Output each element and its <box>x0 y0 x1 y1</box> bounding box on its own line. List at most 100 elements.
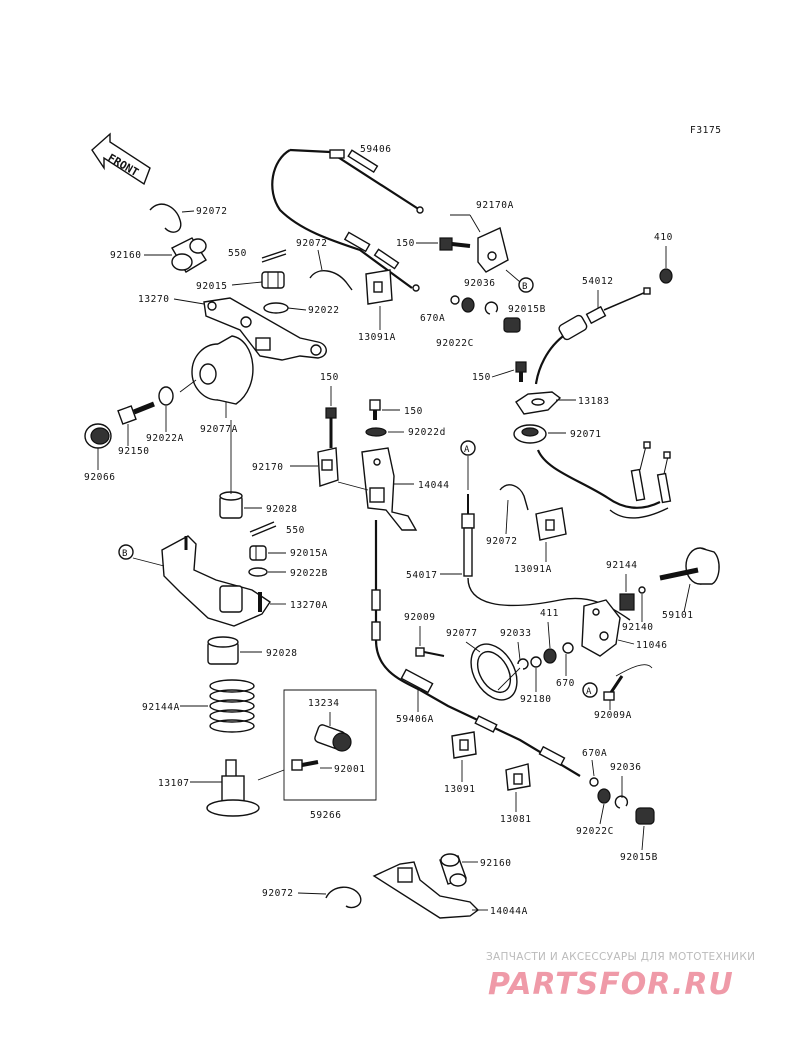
label-59101: 59101 <box>662 610 694 621</box>
label-410: 410 <box>654 232 673 243</box>
ref-a-bot: A <box>586 687 592 697</box>
bolt-150-right <box>515 361 527 382</box>
label-59266: 59266 <box>310 810 342 821</box>
label-92015: 92015 <box>196 281 228 292</box>
holder-13081 <box>505 763 531 791</box>
holder-13091a-top <box>365 269 393 305</box>
watermark-logo: PARTSFOR.RU <box>488 967 734 1002</box>
screw-92009 <box>415 647 445 657</box>
cable-center <box>374 520 421 691</box>
label-92022d: 92022d <box>408 427 446 438</box>
label-92015b-bot: 92015B <box>620 852 658 863</box>
bushing-92160-top <box>171 237 207 273</box>
watermark-caption: ЗАПЧАСТИ И АКСЕССУАРЫ ДЛЯ МОТОТЕХНИКИ <box>486 951 755 963</box>
clip-92033 <box>517 658 529 670</box>
pedestal-13107 <box>206 759 260 817</box>
label-92077a: 92077A <box>200 424 238 435</box>
label-92015b-top: 92015B <box>508 304 546 315</box>
holder-13091a-c <box>535 507 567 541</box>
label-13270: 13270 <box>138 294 170 305</box>
washer-92022a <box>158 386 174 406</box>
bracket-14044a <box>372 861 480 919</box>
label-92028-bot: 92028 <box>266 648 298 659</box>
label-14044a: 14044A <box>490 906 528 917</box>
pin-550-mid <box>249 521 277 537</box>
label-670a-bot: 670A <box>582 748 607 759</box>
label-92066: 92066 <box>84 472 116 483</box>
label-14044: 14044 <box>418 480 450 491</box>
label-92144: 92144 <box>606 560 638 571</box>
label-150-c1: 150 <box>320 372 339 383</box>
label-92028-top: 92028 <box>266 504 298 515</box>
label-92001: 92001 <box>334 764 366 775</box>
label-92015a: 92015A <box>290 548 328 559</box>
label-13270a: 13270A <box>290 600 328 611</box>
label-92077: 92077 <box>446 628 478 639</box>
label-92022: 92022 <box>308 305 340 316</box>
label-92072-mid: 92072 <box>296 238 328 249</box>
label-92180: 92180 <box>520 694 552 705</box>
clamp-92072-mid <box>309 270 353 291</box>
label-92071: 92071 <box>570 429 602 440</box>
cable-54012 <box>534 287 651 385</box>
clip-92036-bot <box>614 795 629 809</box>
holder-13091 <box>451 731 477 759</box>
label-92036-top: 92036 <box>464 278 496 289</box>
label-670: 670 <box>556 678 575 689</box>
bolt-92150 <box>117 401 155 425</box>
ref-b-top: B <box>522 282 527 292</box>
label-13091: 13091 <box>444 784 476 795</box>
washer-411 <box>543 648 557 664</box>
label-13081: 13081 <box>500 814 532 825</box>
ref-b-circle-top: B <box>518 277 534 293</box>
ref-b-left: B <box>122 549 127 559</box>
label-92170: 92170 <box>252 462 284 473</box>
nut-92015b-top <box>503 317 521 333</box>
nut-92015 <box>261 271 285 289</box>
label-92140: 92140 <box>622 622 654 633</box>
label-92144a: 92144A <box>142 702 180 713</box>
washer-92022 <box>263 302 289 314</box>
lever-11046 <box>581 599 621 657</box>
label-92022b: 92022B <box>290 568 328 579</box>
throttle-cable-59406 <box>271 148 424 292</box>
nut-92015a <box>249 545 267 561</box>
kit-box-59266 <box>257 689 377 801</box>
grommet-92071 <box>513 424 547 444</box>
ring-670a-top <box>450 295 460 305</box>
bolt-150-c1 <box>325 407 337 448</box>
nut-92015b-bot <box>635 807 655 825</box>
knob-13234 <box>314 724 352 752</box>
label-92170a: 92170A <box>476 200 514 211</box>
label-670a-top: 670A <box>420 313 445 324</box>
clamp-92072-bot <box>325 886 362 909</box>
label-92072-top: 92072 <box>196 206 228 217</box>
bolt-92001 <box>291 759 319 771</box>
label-92033: 92033 <box>500 628 532 639</box>
label-13091a-top: 13091A <box>358 332 396 343</box>
bolt-150-top <box>439 237 471 251</box>
spring-92144 <box>619 593 635 611</box>
clamp-92072-top <box>149 203 182 233</box>
knob-92077 <box>470 643 518 701</box>
drum-92077a <box>191 335 254 405</box>
label-13234: 13234 <box>308 698 340 709</box>
bracket-14044 <box>337 447 418 531</box>
bolt-150-c2 <box>369 399 381 420</box>
label-92022c-bot: 92022C <box>576 826 614 837</box>
label-150-top: 150 <box>396 238 415 249</box>
label-92036-bot: 92036 <box>610 762 642 773</box>
cable-dual-right <box>536 441 672 519</box>
ring-670 <box>562 642 574 654</box>
label-92072-bot: 92072 <box>262 888 294 899</box>
ring-670a-bot <box>589 777 599 787</box>
shaft-59101 <box>659 547 720 585</box>
clip-92036-top <box>484 301 499 315</box>
collar-92028-top <box>219 491 243 519</box>
label-92160-top: 92160 <box>110 250 142 261</box>
pin-550-top <box>261 249 287 263</box>
label-150-c2: 150 <box>404 406 423 417</box>
label-92072-c: 92072 <box>486 536 518 547</box>
label-92009: 92009 <box>404 612 436 623</box>
